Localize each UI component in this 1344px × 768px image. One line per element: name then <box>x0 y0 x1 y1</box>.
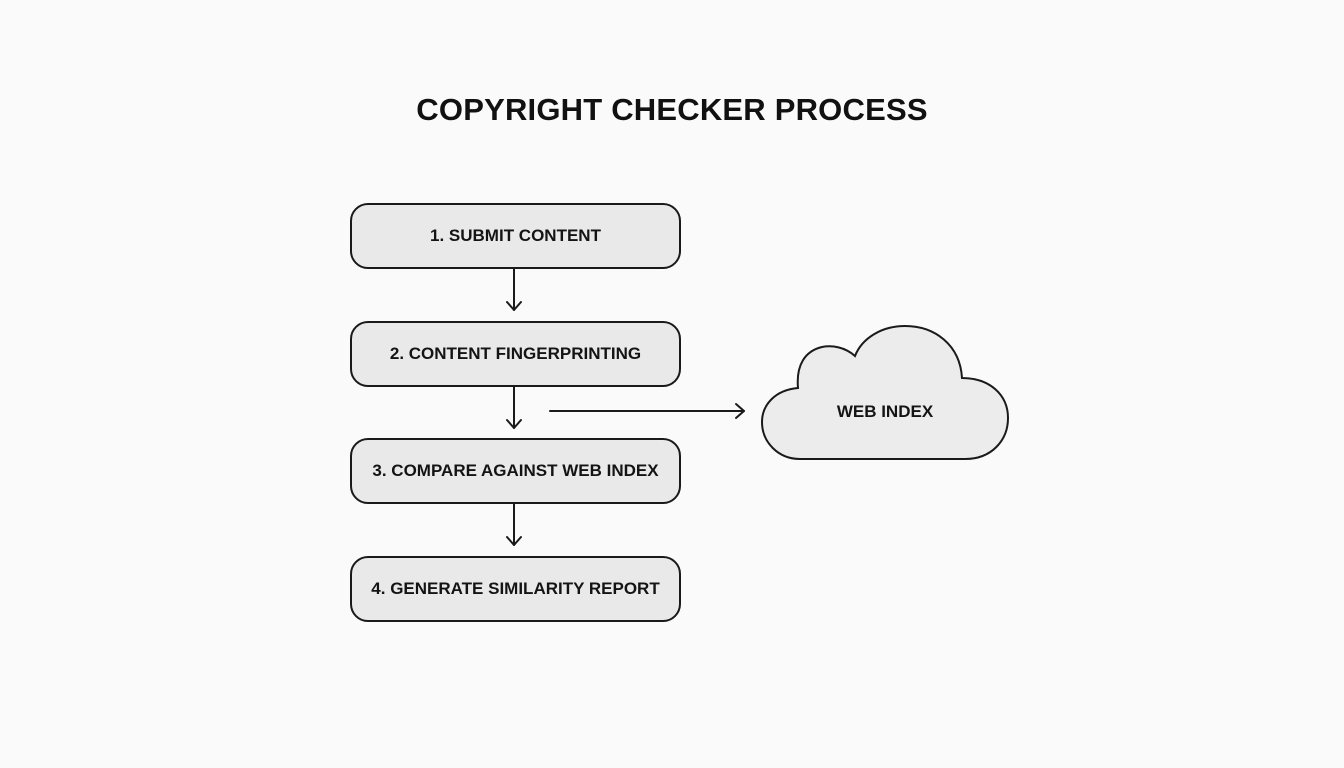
diagram-title: COPYRIGHT CHECKER PROCESS <box>416 92 928 127</box>
step-label: 2. CONTENT FINGERPRINTING <box>389 344 642 363</box>
step-generate-report: 4. GENERATE SIMILARITY REPORT <box>350 556 681 622</box>
step-content-fingerprinting: 2. CONTENT FINGERPRINTING <box>350 321 681 387</box>
step-compare-web-index: 3. COMPARE AGAINST WEB INDEX <box>350 438 681 504</box>
step-label: 3. COMPARE AGAINST WEB INDEX <box>372 461 659 480</box>
arrow-down-icon <box>506 267 522 311</box>
arrow-down-icon <box>506 385 522 429</box>
arrow-right-icon <box>549 403 745 419</box>
step-submit-content: 1. SUBMIT CONTENT <box>350 203 681 269</box>
step-label: 1. SUBMIT CONTENT <box>430 226 601 245</box>
web-index-label: WEB INDEX <box>836 402 934 421</box>
step-label: 4. GENERATE SIMILARITY REPORT <box>371 579 660 598</box>
cloud-icon <box>760 324 1010 460</box>
arrow-down-icon <box>506 502 522 546</box>
